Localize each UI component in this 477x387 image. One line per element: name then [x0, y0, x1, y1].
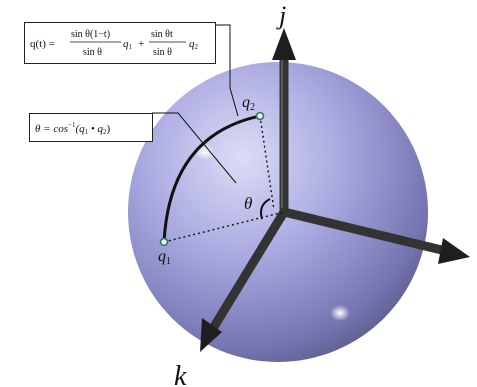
dotted-line-q1	[163, 211, 285, 243]
slerp-term1: q1	[123, 38, 133, 51]
theta-label: θ	[244, 194, 252, 213]
k-axis-label: k	[174, 361, 187, 387]
j-axis-arrowhead	[272, 28, 296, 60]
leader-line-theta	[152, 112, 237, 184]
slerp-frac2-den: sin θ	[153, 47, 172, 58]
slerp-lhs: q(t) =	[30, 38, 55, 50]
q1-label: q1	[158, 248, 171, 267]
i-axis	[279, 207, 470, 264]
slerp-formula-box: q(t) = sin θ(1−t) sin θ q1 + sin θt sin …	[24, 22, 216, 64]
slerp-term2: q2	[189, 38, 199, 51]
k-axis	[200, 207, 289, 352]
point-q1	[159, 237, 169, 247]
slerp-plus: +	[138, 38, 144, 50]
interpolation-arc	[162, 114, 261, 243]
q2-label: q2	[242, 94, 255, 113]
angle-arc	[260, 198, 271, 220]
sphere-highlight-lower	[330, 305, 350, 321]
point-q2	[255, 111, 265, 121]
j-axis	[272, 28, 296, 217]
theta-formula: θ = cos−1(q1 • q2)	[35, 121, 110, 136]
slerp-formula: q(t) = sin θ(1−t) sin θ q1 + sin θt sin …	[30, 29, 199, 58]
k-axis-arrowhead	[200, 318, 222, 352]
theta-formula-box: θ = cos−1(q1 • q2)	[29, 113, 153, 142]
j-axis-label: j	[276, 1, 286, 30]
leader-line-slerp	[216, 24, 239, 117]
slerp-frac2-num: sin θt	[151, 29, 173, 40]
slerp-frac1-num: sin θ(1−t)	[71, 29, 110, 40]
i-axis-arrowhead	[438, 238, 470, 264]
sphere-highlight-upper	[195, 144, 215, 160]
theta-formula-text: θ = cos−1(q1 • q2)	[35, 121, 110, 136]
slerp-frac1-den: sin θ	[83, 47, 102, 58]
unit-sphere	[128, 62, 428, 362]
dotted-line-q2	[259, 115, 275, 211]
